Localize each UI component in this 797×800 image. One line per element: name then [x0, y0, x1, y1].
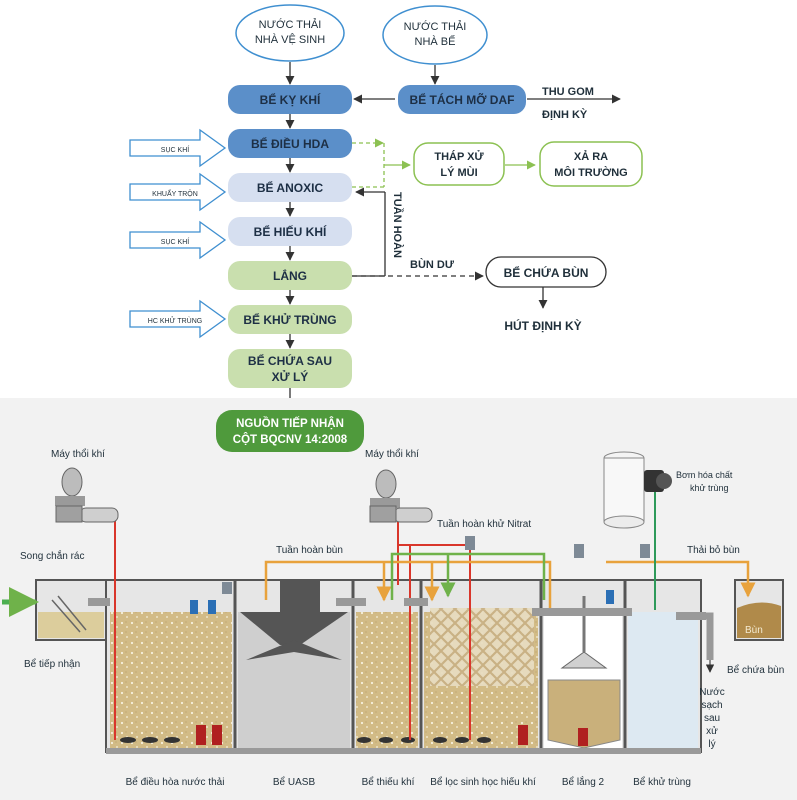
- svg-text:SỤC KHÍ: SỤC KHÍ: [161, 237, 189, 246]
- pipes: [2, 484, 756, 740]
- step-aerobic: BỂ HIẾU KHÍ: [228, 217, 352, 246]
- svg-text:BỂ HIẾU KHÍ: BỂ HIẾU KHÍ: [254, 224, 327, 239]
- svg-text:XỬ LÝ: XỬ LÝ: [272, 369, 309, 384]
- svg-text:XẢ RA: XẢ RA: [574, 150, 608, 163]
- input-arrow-aeration2: SỤC KHÍ: [129, 220, 227, 260]
- step-settling: LẮNG: [228, 261, 352, 290]
- valves: [222, 536, 650, 594]
- tank-receiving-label: Bể tiếp nhận: [24, 658, 80, 670]
- collect-line2: ĐỊNH KỲ: [542, 108, 588, 121]
- step-grease-trap: BỂ TÁCH MỠ DAF: [398, 85, 526, 114]
- svg-text:THÁP XỬ: THÁP XỬ: [434, 150, 484, 163]
- step-equalization: BỂ ĐIỀU HDA: [228, 129, 352, 158]
- chem-pump-label1: Bơm hóa chất: [676, 470, 733, 480]
- input-toilet-line2: NHÀ VỆ SINH: [255, 33, 325, 46]
- tank-settling2-label: Bể lắng 2: [562, 775, 605, 788]
- excess-sludge-label: BÙN DƯ: [410, 258, 455, 271]
- tank-uasb-label: Bể UASB: [273, 776, 316, 788]
- input-toilet-ellipse: NƯỚC THẢI NHÀ VỆ SINH: [235, 4, 345, 62]
- sludge-return-label: Tuần hoàn bùn: [276, 544, 343, 556]
- svg-text:lý: lý: [708, 739, 715, 750]
- svg-text:HC KHỬ TRÙNG: HC KHỬ TRÙNG: [148, 316, 202, 325]
- svg-text:LÝ MÙI: LÝ MÙI: [440, 166, 477, 179]
- flow-meters: [190, 590, 614, 614]
- input-arrow-mixing: KHUẤY TRỘN: [129, 172, 227, 212]
- blower-right-label: Máy thổi khí: [365, 448, 419, 460]
- clean-water-label: Nước sạch sau xử lý: [699, 687, 724, 750]
- svg-text:SỤC KHÍ: SỤC KHÍ: [161, 145, 189, 154]
- svg-text:BỂ ANOXIC: BỂ ANOXIC: [257, 180, 324, 195]
- svg-text:Nước: Nước: [699, 687, 724, 698]
- input-toilet-line1: NƯỚC THẢI: [259, 18, 322, 31]
- collect-line1: THU GOM: [542, 86, 594, 98]
- input-kitchen-line1: NƯỚC THẢI: [404, 20, 467, 33]
- input-kitchen-ellipse: NƯỚC THẢI NHÀ BẾ: [382, 5, 488, 65]
- chemical-tank-icon: [603, 451, 645, 529]
- blower-left-label: Máy thổi khí: [51, 448, 105, 460]
- chem-pump-label2: khử trùng: [690, 483, 729, 493]
- discharge-box: XẢ RA MÔI TRƯỜNG: [539, 141, 643, 187]
- step-disinfection: BỂ KHỬ TRÙNG: [228, 305, 352, 334]
- svg-text:BỂ KỴ KHÍ: BỂ KỴ KHÍ: [260, 92, 321, 107]
- input-arrow-chemical: HC KHỬ TRÙNG: [129, 299, 227, 339]
- tank-disinfection-label: Bể khử trùng: [633, 776, 691, 788]
- tank-anoxic-label: Bể thiếu khí: [362, 776, 415, 788]
- step-receiver: NGUỒN TIẾP NHẬN CỘT BQCNV 14:2008: [216, 410, 364, 452]
- step-anoxic: BỂ ANOXIC: [228, 173, 352, 202]
- odor-tower-box: THÁP XỬ LÝ MÙI: [413, 142, 505, 186]
- tank-structure: [35, 579, 784, 754]
- tank-sludge-storage-label: Bể chứa bùn: [727, 664, 784, 676]
- sludge-tank-box: BỂ CHỨA BÙN: [485, 256, 607, 288]
- tank-equalization-label: Bể điều hòa nước thải: [126, 776, 225, 788]
- recirculation-lines: [352, 187, 484, 281]
- screen-label: Song chắn rác: [20, 549, 85, 562]
- svg-text:LẮNG: LẮNG: [273, 268, 307, 283]
- svg-text:NGUỒN TIẾP NHẬN: NGUỒN TIẾP NHẬN: [236, 417, 344, 430]
- odor-connectors: [352, 138, 536, 188]
- input-arrow-aeration1: SỤC KHÍ: [129, 128, 227, 168]
- input-kitchen-line2: NHÀ BẾ: [415, 35, 456, 48]
- sludge-pump-label: HÚT ĐỊNH KỲ: [504, 318, 581, 333]
- svg-text:BỂ ĐIỀU HDA: BỂ ĐIỀU HDA: [251, 136, 329, 151]
- sludge-in-tank-label: Bùn: [745, 625, 763, 636]
- svg-text:BỂ CHỨA SAU: BỂ CHỨA SAU: [248, 353, 332, 368]
- svg-text:xử: xử: [706, 725, 718, 737]
- tank-biofilter-label: Bể lọc sinh học hiếu khí: [430, 776, 536, 788]
- nitrate-return-label: Tuần hoàn khử Nitrat: [437, 518, 531, 530]
- svg-text:KHUẤY TRỘN: KHUẤY TRỘN: [152, 188, 198, 198]
- svg-text:sạch: sạch: [701, 700, 722, 711]
- svg-text:MÔI TRƯỜNG: MÔI TRƯỜNG: [554, 166, 628, 179]
- svg-text:BỂ TÁCH MỠ DAF: BỂ TÁCH MỠ DAF: [410, 92, 515, 107]
- svg-text:BỂ KHỬ TRÙNG: BỂ KHỬ TRÙNG: [243, 312, 336, 327]
- recirculation-label: TUẦN HOÀN: [391, 192, 404, 258]
- step-post-storage: BỂ CHỨA SAU XỬ LÝ: [228, 349, 352, 388]
- step-anaerobic: BỂ KỴ KHÍ: [228, 85, 352, 114]
- blower-left-icon: [55, 467, 119, 523]
- svg-text:BỂ CHỨA BÙN: BỂ CHỨA BÙN: [504, 265, 589, 280]
- sludge-waste-label: Thải bỏ bùn: [687, 544, 740, 556]
- chemical-pump-icon: [644, 470, 672, 492]
- svg-text:sau: sau: [704, 713, 720, 724]
- blower-right-icon: [369, 469, 433, 523]
- svg-text:CỘT BQCNV 14:2008: CỘT BQCNV 14:2008: [233, 433, 348, 446]
